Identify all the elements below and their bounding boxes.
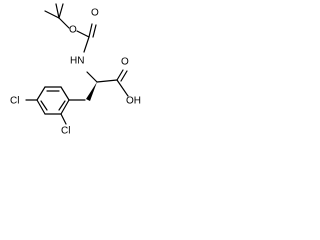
acid-hydroxyl-label: OH [126, 96, 141, 107]
chloro-ortho-label: Cl [61, 126, 70, 137]
ester-oxygen-label: O [69, 25, 77, 36]
tert-butyl-group [44, 3, 70, 29]
carbonyl-oxygen-label: O [91, 8, 99, 19]
wedge-bond [86, 82, 97, 101]
chloro-para-label: Cl [10, 96, 19, 107]
amino-acid-backbone [86, 69, 129, 101]
chemical-structure: O O HN O OH Cl Cl [10, 3, 141, 137]
amine-label: HN [70, 56, 84, 67]
boc-carbamate [76, 23, 97, 53]
dichlorophenyl-ring [25, 86, 86, 125]
acid-oxygen-label: O [121, 57, 129, 68]
